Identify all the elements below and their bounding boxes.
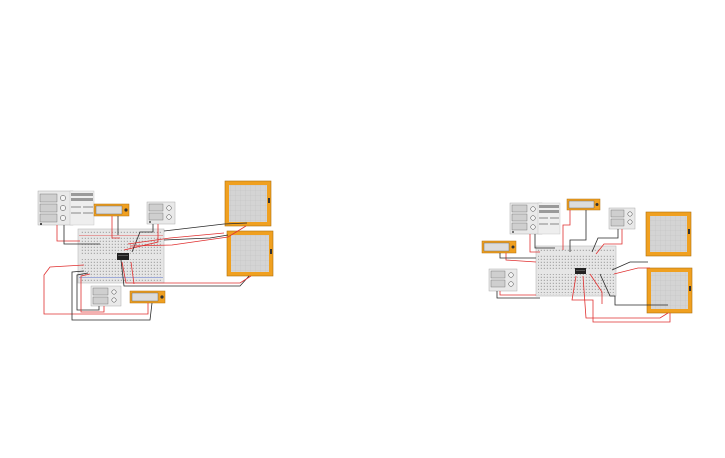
breadboard-icon[interactable] [77,228,165,284]
wire-black [569,210,587,252]
function-generator-icon[interactable] [509,202,543,235]
wire-black [120,259,250,287]
wire-red [595,229,623,255]
multimeter-icon[interactable] [481,240,517,254]
wire-black [76,272,100,311]
oscilloscope-icon[interactable] [645,211,692,257]
wires [496,210,671,323]
wire-red [613,267,650,275]
wire-black [599,273,668,306]
oscilloscope-icon[interactable] [224,180,272,227]
wire-red [111,216,120,239]
wire-black [534,234,555,249]
wire-red [123,224,159,251]
wire-red [529,234,540,253]
wire-black [131,224,154,253]
power-supply-icon[interactable] [608,207,636,230]
signal-panel [537,202,561,235]
multimeter-icon[interactable] [566,198,601,211]
wire-red [505,253,537,263]
wire-black [496,291,540,299]
wire-red [43,264,149,315]
wire-red [562,210,571,250]
function-generator-icon[interactable] [37,190,74,226]
multimeter-icon[interactable] [129,290,166,304]
wire-black [63,225,100,245]
wire-red [127,232,225,245]
wire-black [499,253,536,259]
chip-icon[interactable] [117,253,129,260]
wire-red [121,261,252,284]
wire-black [71,270,153,321]
wire-black [163,234,229,241]
wire-red [499,291,536,296]
multimeter-icon[interactable] [93,203,130,217]
signal-panel [69,190,95,226]
wire-red [56,225,80,242]
wire-red [582,275,669,319]
power-supply-icon[interactable] [90,285,122,307]
wire-red [589,273,603,304]
wires [43,216,252,321]
wire-black [591,229,619,253]
circuit-right[interactable] [481,198,693,323]
wire-black [611,261,648,271]
wire-red [80,273,105,313]
wire-red [129,225,247,247]
chip-icon[interactable] [575,268,586,274]
circuit-left[interactable] [37,180,274,321]
wire-red [130,261,135,285]
wire-red [571,275,671,323]
wire-black [163,222,248,232]
power-supply-icon[interactable] [146,201,176,225]
oscilloscope-icon[interactable] [226,230,274,277]
power-supply-icon[interactable] [488,268,518,292]
oscilloscope-icon[interactable] [646,267,693,314]
